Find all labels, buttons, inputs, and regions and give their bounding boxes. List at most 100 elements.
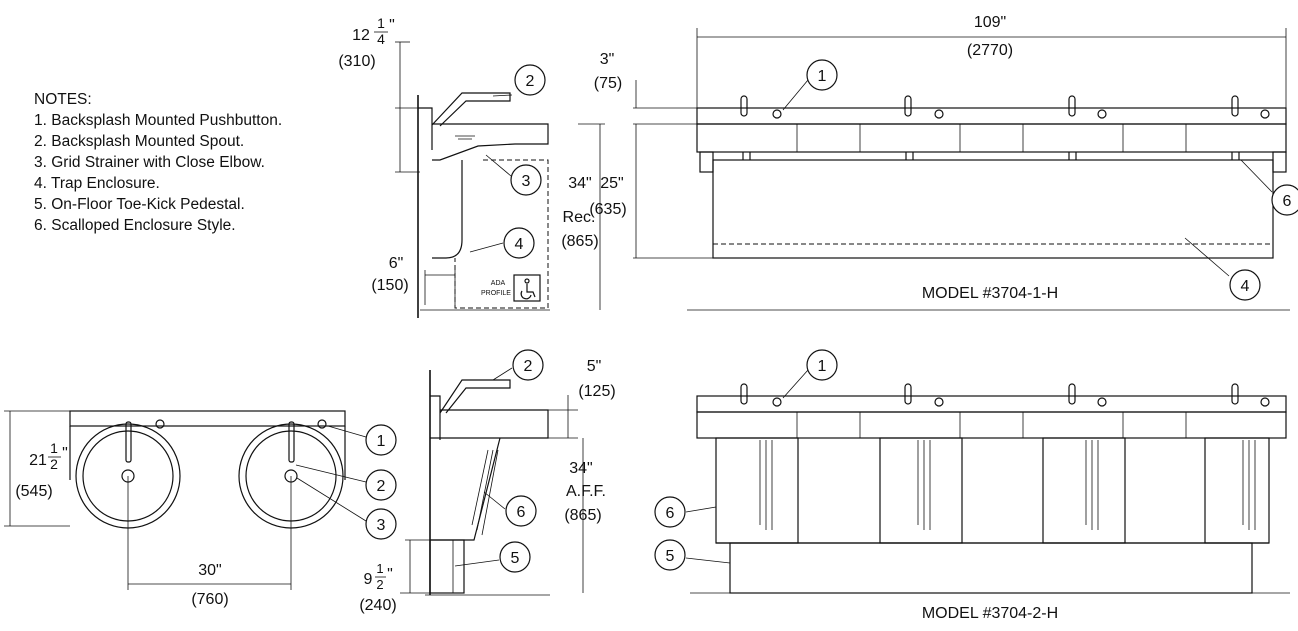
bowl-deck <box>696 123 1287 153</box>
svg-text:2: 2 <box>526 73 535 90</box>
svg-text:2: 2 <box>377 478 386 495</box>
dim-12-unit: " <box>389 17 395 34</box>
dim-109-label: 109" <box>974 14 1006 31</box>
dim-3-mm: (75) <box>594 75 622 92</box>
plan-backsplash <box>69 410 346 427</box>
model-label-top: MODEL #3704-1-H <box>922 285 1058 302</box>
dim-12-mm: (310) <box>338 53 375 70</box>
svg-text:2: 2 <box>524 358 533 375</box>
dim-21-label: 21 <box>29 452 47 469</box>
dim-21-mm: (545) <box>15 483 52 500</box>
note-item-5: 5. On-Floor Toe-Kick Pedestal. <box>34 196 245 213</box>
callout-4-top-side <box>503 227 535 259</box>
scalloped-enclosure-profile <box>430 437 501 541</box>
ada-label: ADA <box>491 280 506 287</box>
note-item-6: 6. Scalloped Enclosure Style. <box>34 217 236 234</box>
side-profile-bottom: 5" (125) 34" A.F.F. (865) 9 1 2 " (240) <box>359 358 615 614</box>
dim-34-aff-label: 34" <box>569 460 592 477</box>
notes-block: NOTES: 1. Backsplash Mounted Pushbutton.… <box>34 89 384 236</box>
callout-1-bottom-front <box>806 349 838 381</box>
dim-25-label: 25" <box>600 175 623 192</box>
dim-3-label: 3" <box>600 51 615 68</box>
svg-text:6: 6 <box>517 504 526 521</box>
note-item-4: 4. Trap Enclosure. <box>34 175 160 192</box>
note-item-1: 1. Backsplash Mounted Pushbutton. <box>34 112 283 129</box>
callout-5-bottom-side <box>499 541 531 573</box>
callout-6-bottom-front <box>654 496 686 528</box>
callout-1-plan <box>365 424 397 456</box>
dim-25-mm: (635) <box>589 201 626 218</box>
front-elevation-bottom: MODEL #3704-2-H <box>690 383 1290 622</box>
dim-12-frac-den: 4 <box>377 31 385 47</box>
dim-12-frac-num: 1 <box>377 15 385 31</box>
backsplash-rail <box>696 107 1287 125</box>
dim-12-label: 12 <box>352 27 370 44</box>
dim-109-mm: (2770) <box>967 42 1013 59</box>
svg-text:4: 4 <box>1241 278 1250 295</box>
model-label-bottom: MODEL #3704-2-H <box>922 605 1058 622</box>
dim-34-rec-mm: (865) <box>561 233 598 250</box>
strainer-mark <box>455 135 475 140</box>
backsplash-profile <box>418 107 433 150</box>
callout-6-top-front <box>1271 184 1298 216</box>
callout-6-bottom-side <box>505 495 537 527</box>
dim-34-aff-word: A.F.F. <box>566 483 606 500</box>
dim-5-label: 5" <box>587 358 602 375</box>
dim-30-mm: (760) <box>191 591 228 608</box>
trap-enclosure-front <box>712 159 1274 259</box>
dim-9-mm: (240) <box>359 597 396 614</box>
svg-text:3: 3 <box>522 173 531 190</box>
dim-9-frac-den: 2 <box>376 577 383 592</box>
notes-heading: NOTES: <box>34 91 92 108</box>
callouts: 2 3 4 1 6 4 1 2 3 <box>295 59 1298 573</box>
plan-view: 21 1 2 " (545) 30" (760) <box>4 410 346 608</box>
dim-30-label: 30" <box>198 562 221 579</box>
dim-34-aff-mm: (865) <box>564 507 601 524</box>
dim-34-rec-label: 34" <box>568 175 591 192</box>
svg-text:1: 1 <box>818 68 827 85</box>
svg-text:5: 5 <box>511 550 520 567</box>
dim-21-frac-den: 2 <box>50 456 58 472</box>
dim-34-rec-word: Rec. <box>563 209 596 226</box>
callout-5-bottom-front <box>654 539 686 571</box>
spouts-bottom <box>740 383 1270 407</box>
svg-text:1: 1 <box>377 433 386 450</box>
svg-text:5: 5 <box>666 548 675 565</box>
side-profile-top: 12 1 4 " (310) 6" (150) 34" Rec. (865) <box>338 15 605 318</box>
callout-4-top-front <box>1229 269 1261 301</box>
deck-profile <box>432 123 549 161</box>
profile-label: PROFILE <box>481 290 511 297</box>
dim-5-mm: (125) <box>578 383 615 400</box>
dim-9-frac-num: 1 <box>376 561 383 576</box>
wheelchair-accessible-icon <box>520 278 536 300</box>
note-item-3: 3. Grid Strainer with Close Elbow. <box>34 154 265 171</box>
front-elevation-top: 109" (2770) 3" (75) 25" (635) <box>589 14 1290 311</box>
note-item-2: 2. Backsplash Mounted Spout. <box>34 133 245 150</box>
dim-6-mm: (150) <box>371 277 408 294</box>
svg-text:1: 1 <box>818 358 827 375</box>
callout-2-plan <box>365 469 397 501</box>
dim-9-unit: " <box>387 566 393 583</box>
spout-profile <box>431 92 511 127</box>
scalloped-enclosures <box>715 437 1270 544</box>
dim-21-frac-num: 1 <box>50 440 58 456</box>
callout-1-top-front <box>806 59 838 91</box>
callout-2-bottom-side <box>512 349 544 381</box>
toe-kick-profile <box>429 539 465 594</box>
dim-6-label: 6" <box>389 255 404 272</box>
callout-3-plan <box>365 508 397 540</box>
spouts-top <box>740 95 1270 119</box>
svg-text:6: 6 <box>1283 193 1292 210</box>
callout-3-top-side <box>510 164 542 196</box>
dim-21-unit: " <box>62 445 68 462</box>
dim-9-label: 9 <box>364 571 373 588</box>
svg-text:3: 3 <box>377 517 386 534</box>
scallops-top <box>742 152 1240 160</box>
callout-2-top-side <box>514 64 546 96</box>
trap-enclosure-profile <box>432 160 463 259</box>
toe-kick-front <box>729 542 1253 594</box>
svg-text:4: 4 <box>515 236 524 253</box>
svg-text:6: 6 <box>666 505 675 522</box>
